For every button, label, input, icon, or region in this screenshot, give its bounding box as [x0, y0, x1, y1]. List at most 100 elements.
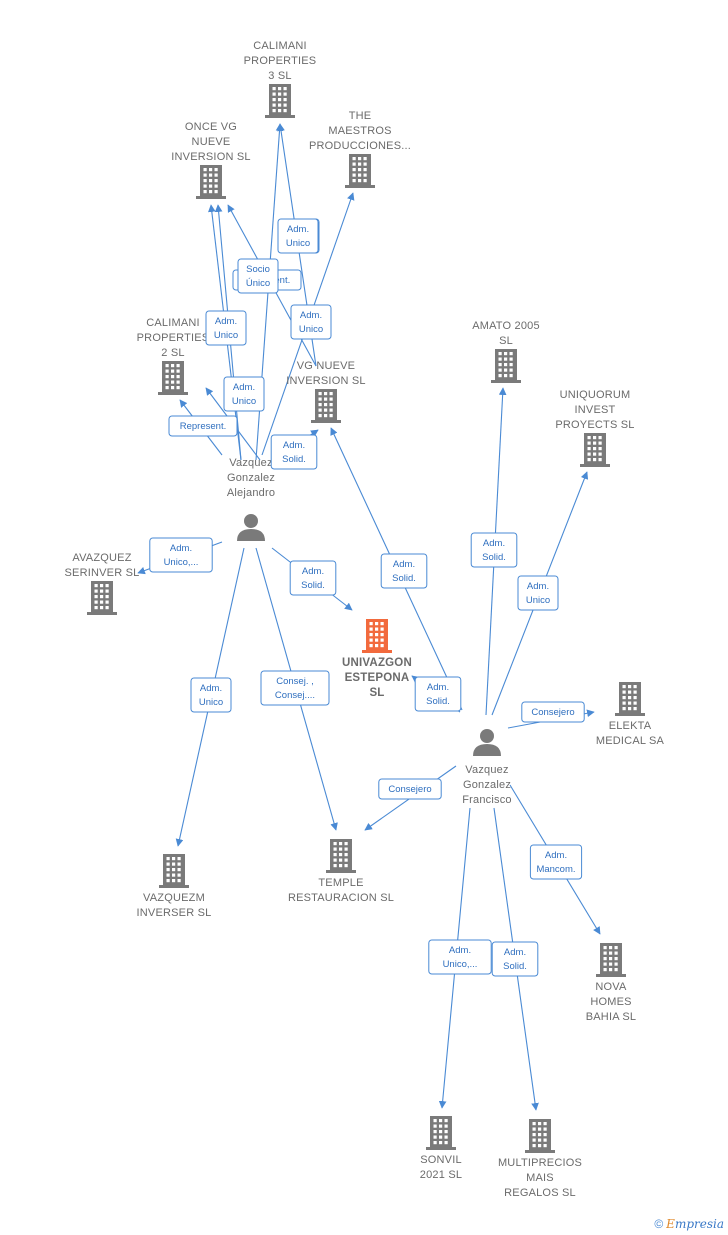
edge-label-text: Consej. ,: [276, 676, 314, 687]
edge-label[interactable]: Adm. Unico: [290, 304, 332, 340]
company-building-icon[interactable]: [525, 1119, 555, 1153]
node-label-line: Vazquez: [229, 457, 272, 469]
edge-label-text: Solid.: [282, 454, 306, 465]
edge-label-text: Adm.: [300, 310, 322, 321]
company-building-icon[interactable]: [580, 433, 610, 467]
node-label-line: Alejandro: [227, 487, 275, 499]
edge-labels-layer: Adm.UnicoAdm.UnicoRepresent.SocioÚnicoAd…: [149, 218, 585, 977]
edge-label-box: [529, 844, 583, 880]
edge-label[interactable]: Adm.Unico: [223, 376, 265, 412]
company-building-icon[interactable]: [326, 839, 356, 873]
node-label-line: SL: [499, 335, 513, 347]
edge-label-box: [223, 376, 265, 412]
node-label-line: SONVIL: [420, 1154, 462, 1166]
node-elekta[interactable]: ELEKTA MEDICAL SA: [596, 682, 665, 747]
edge-label-text: Consejero: [388, 784, 431, 795]
person-icon[interactable]: [237, 514, 265, 541]
node-label-line: RESTAURACION SL: [288, 892, 394, 904]
node-label-line: MAESTROS: [328, 125, 391, 137]
edge-label[interactable]: Adm.Solid.: [491, 941, 539, 977]
edge-label-text: Unico: [299, 324, 323, 335]
node-label-line: INVERSION SL: [286, 375, 365, 387]
node-label-line: PRODUCCIONES...: [309, 140, 411, 152]
edge-label-text: Adm.: [283, 440, 305, 451]
edge-label-box: [380, 553, 428, 589]
edge-label[interactable]: Adm.Unico,...: [149, 537, 213, 573]
edge-label[interactable]: Adm.Unico,...: [428, 939, 492, 975]
edge-label[interactable]: Adm.Unico: [277, 218, 319, 254]
node-label-line: ELEKTA: [609, 720, 652, 732]
edge-label-box: [491, 941, 539, 977]
node-label-line: 2 SL: [161, 347, 184, 359]
company-building-icon[interactable]: [615, 682, 645, 716]
edge-label[interactable]: Consej. ,Consej....: [260, 670, 330, 706]
edge-label[interactable]: Adm.Unico: [190, 677, 232, 713]
company-building-icon[interactable]: [158, 361, 188, 395]
edge-label[interactable]: Consejero: [378, 778, 442, 800]
company-building-icon[interactable]: [345, 154, 375, 188]
node-label-line: HOMES: [590, 996, 631, 1008]
edge-label-text: Adm.: [215, 316, 237, 327]
edge-label[interactable]: Adm.Solid.: [289, 560, 337, 596]
edge-label[interactable]: Adm.Solid.: [414, 676, 462, 712]
node-label-line: SL: [369, 687, 384, 699]
node-label-line: INVEST: [575, 404, 616, 416]
node-maestros[interactable]: THEMAESTROSPRODUCCIONES...: [309, 110, 411, 188]
company-building-icon[interactable]: [426, 1116, 456, 1150]
node-label-line: INVERSION SL: [171, 151, 250, 163]
edge-label[interactable]: Consejero: [521, 701, 585, 723]
edge-label[interactable]: Adm. Solid.: [470, 532, 518, 568]
edge-label-text: Unico,...: [443, 959, 478, 970]
company-building-icon[interactable]: [491, 349, 521, 383]
focus-company-icon[interactable]: [362, 619, 392, 653]
node-label-line: AMATO 2005: [472, 320, 540, 332]
edge-label-text: Adm.: [170, 543, 192, 554]
node-label-line: UNIVAZGON: [342, 657, 412, 669]
company-building-icon[interactable]: [196, 165, 226, 199]
node-label-line: MEDICAL SA: [596, 735, 665, 747]
company-building-icon[interactable]: [159, 854, 189, 888]
edge-label-text: Unico: [199, 697, 223, 708]
brand-footer[interactable]: ©Empresia: [654, 1217, 724, 1231]
edge-label[interactable]: Adm.Solid.: [380, 553, 428, 589]
company-building-icon[interactable]: [311, 389, 341, 423]
edge-label[interactable]: Adm.Unico: [517, 575, 559, 611]
edge-label-box: [470, 532, 518, 568]
edge-label-text: Adm.: [483, 538, 505, 549]
node-label-line: Gonzalez: [463, 779, 511, 791]
edge-label[interactable]: Adm. Solid.: [270, 434, 318, 470]
edge-label[interactable]: Represent.: [168, 415, 238, 437]
brand-logo-text: mpresia: [674, 1217, 724, 1231]
edge-label-box: [149, 537, 213, 573]
node-label-line: NUEVE: [192, 136, 231, 148]
company-building-icon[interactable]: [596, 943, 626, 977]
person-icon[interactable]: [473, 729, 501, 756]
node-label-line: REGALOS SL: [504, 1187, 576, 1199]
company-building-icon[interactable]: [265, 84, 295, 118]
edge-label-text: Represent.: [180, 421, 226, 432]
node-label-line: 3 SL: [268, 70, 291, 82]
company-building-icon[interactable]: [87, 581, 117, 615]
edge-label-text: Solid.: [482, 552, 506, 563]
edge-label[interactable]: Adm.Mancom.: [529, 844, 583, 880]
edge-label[interactable]: Adm.Unico: [205, 310, 247, 346]
edge-label-text: Solid.: [392, 573, 416, 584]
node-label-line: NOVA: [595, 981, 627, 993]
